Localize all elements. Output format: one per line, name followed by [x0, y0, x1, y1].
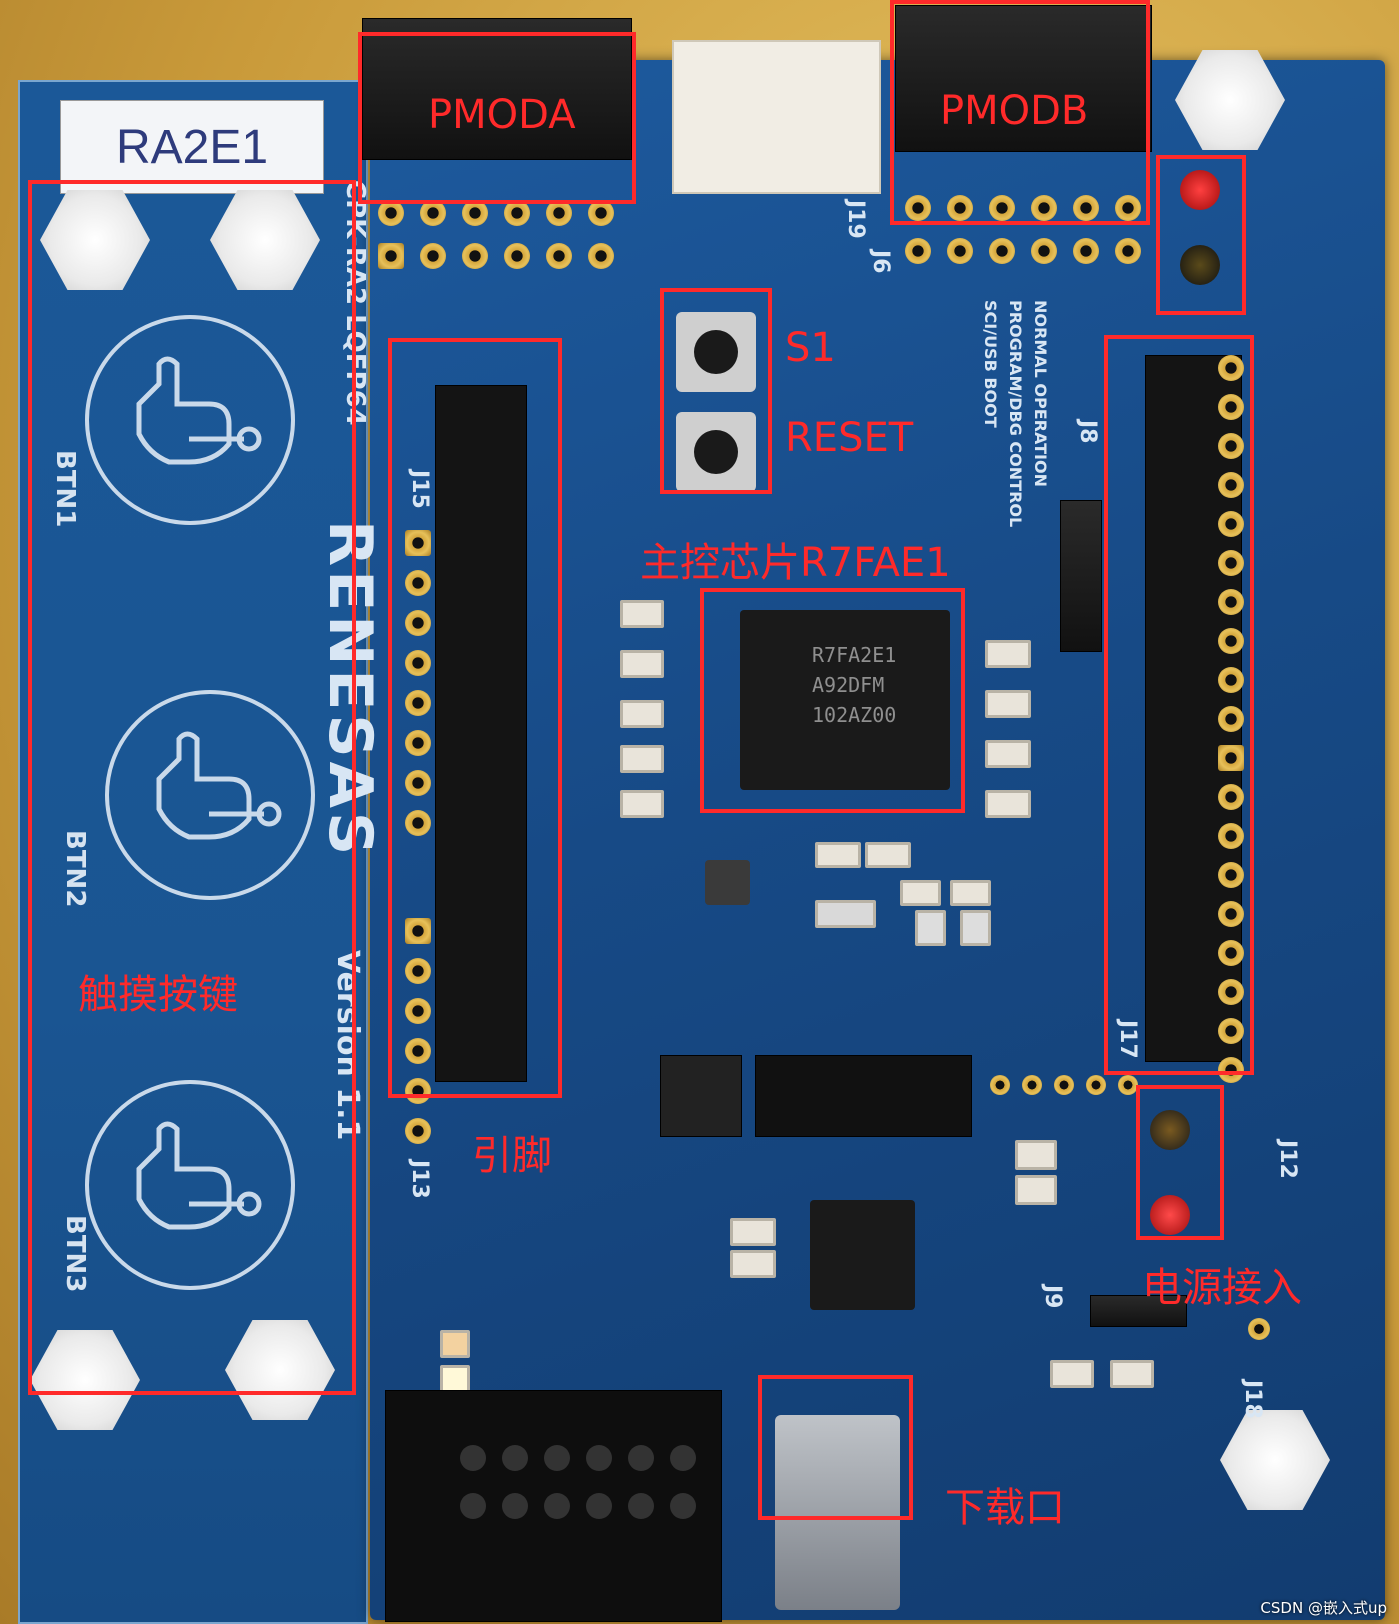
smd-component [815, 842, 861, 868]
mcu-marking-line-1: R7FA2E1 [812, 643, 897, 667]
silk-j12: J12 [1275, 1140, 1300, 1179]
annotation-box-pins-left [388, 338, 562, 1098]
pin-row-j3 [990, 1075, 1138, 1095]
crystal-x2 [815, 900, 876, 928]
annotation-label-reset: RESET [785, 415, 914, 461]
pin-column-j13 [405, 918, 433, 1178]
j18-pin [1248, 1318, 1270, 1340]
pmodb-header [895, 5, 1152, 152]
black-wire-gnd [1150, 1110, 1190, 1150]
pin-column-j12 [1218, 355, 1246, 1135]
j9-jumper[interactable] [1090, 1295, 1187, 1327]
debug-header-pins [460, 1445, 696, 1519]
smd-component [1015, 1140, 1057, 1170]
s1-switch[interactable] [676, 312, 756, 392]
annotation-label-s1: S1 [785, 325, 836, 371]
silk-j9: J9 [1040, 1285, 1065, 1309]
mcu-chip [740, 610, 950, 790]
annotation-box-pmodb [890, 0, 1150, 225]
j8-jumper[interactable] [1060, 500, 1102, 652]
white-connector [672, 40, 881, 194]
pin-header-left [435, 385, 527, 1082]
pin-column-j15 [405, 530, 433, 850]
silk-mode-program: PROGRAM/DBG CONTROL [1006, 300, 1025, 528]
annotation-label-pmoda: PMODA [428, 92, 576, 138]
smd-component [730, 1250, 776, 1278]
black-wire-gnd [1180, 245, 1220, 285]
mcu-marking-line-2: A92DFM [812, 673, 885, 697]
smd-component [1050, 1360, 1094, 1388]
board-label-text: RA2E1 [115, 120, 269, 174]
silk-j8: J8 [1075, 420, 1100, 444]
pmoda-pins-bottom [378, 243, 614, 269]
power-led [440, 1365, 470, 1393]
smd-component [985, 690, 1031, 718]
red-wire-3v3 [1150, 1195, 1190, 1235]
pmodb-pins-bottom [905, 238, 1141, 264]
silk-j13: J13 [407, 1160, 432, 1199]
hand-icon [156, 731, 282, 840]
annotation-box-mcu [700, 588, 965, 813]
touch-pad-3 [85, 1080, 295, 1290]
nylon-standoff [1220, 1410, 1330, 1510]
annotation-label-touch: 触摸按键 [78, 972, 238, 1018]
annotation-box-pins-right [1104, 335, 1254, 1075]
hand-icon [136, 356, 262, 465]
pmodb-pins-top [905, 195, 1141, 221]
smd-component [1110, 1360, 1154, 1388]
smd-component [620, 790, 664, 818]
jumper-block-1[interactable] [660, 1055, 742, 1137]
annotation-label-pmodb: PMODB [940, 88, 1089, 134]
annotation-box-switches [660, 288, 772, 494]
smd-component [620, 700, 664, 728]
annotation-label-pins: 引脚 [472, 1133, 552, 1179]
touch-pad-1 [85, 315, 295, 525]
annotation-label-power: 电源接入 [1142, 1265, 1302, 1311]
silk-mode-normal: NORMAL OPERATION [1031, 300, 1050, 487]
annotation-box-power-top [1156, 155, 1246, 315]
smd-component [620, 600, 664, 628]
silk-j6: J6 [868, 250, 893, 274]
smd-component [1015, 1175, 1057, 1205]
annotation-label-mcu: 主控芯片R7FAE1 [640, 540, 951, 586]
silk-j18: J18 [1240, 1380, 1265, 1419]
silk-j19: J19 [843, 200, 868, 239]
annotation-box-pmoda [358, 32, 636, 204]
board-label-sticker: RA2E1 [60, 100, 324, 194]
silk-mode-boot: SCI/USB BOOT [981, 300, 1000, 428]
micro-usb-port[interactable] [775, 1415, 900, 1610]
smd-component [865, 842, 911, 868]
watermark: CSDN @嵌入式up [1260, 1599, 1387, 1617]
hand-icon [136, 1121, 262, 1230]
smd-component [985, 740, 1031, 768]
crystal-pad [960, 910, 991, 946]
annotation-box-touch [28, 180, 356, 1395]
smd-component [730, 1218, 776, 1246]
smd-component [950, 880, 991, 906]
annotation-box-download [758, 1375, 913, 1520]
inductor [705, 860, 750, 905]
power-led [440, 1330, 470, 1358]
annotation-label-download: 下载口 [945, 1485, 1065, 1531]
pmoda-pins-top [378, 200, 614, 226]
jumper-block-2[interactable] [755, 1055, 972, 1137]
annotation-box-power-input [1136, 1085, 1224, 1240]
pmoda-header [362, 18, 632, 160]
red-wire-5v [1180, 170, 1220, 210]
smd-component [620, 650, 664, 678]
smd-component [620, 745, 664, 773]
touch-pad-2 [105, 690, 315, 900]
mcu-marking-line-3: 102AZ00 [812, 703, 897, 727]
smd-component [900, 880, 941, 906]
usb-bridge-chip [810, 1200, 915, 1310]
crystal-pad [915, 910, 946, 946]
mcu-marking: R7FA2E1 A92DFM 102AZ00 [812, 640, 896, 730]
smd-component [985, 790, 1031, 818]
smd-component [985, 640, 1031, 668]
nylon-standoff [1175, 50, 1285, 150]
reset-switch[interactable] [676, 412, 756, 492]
